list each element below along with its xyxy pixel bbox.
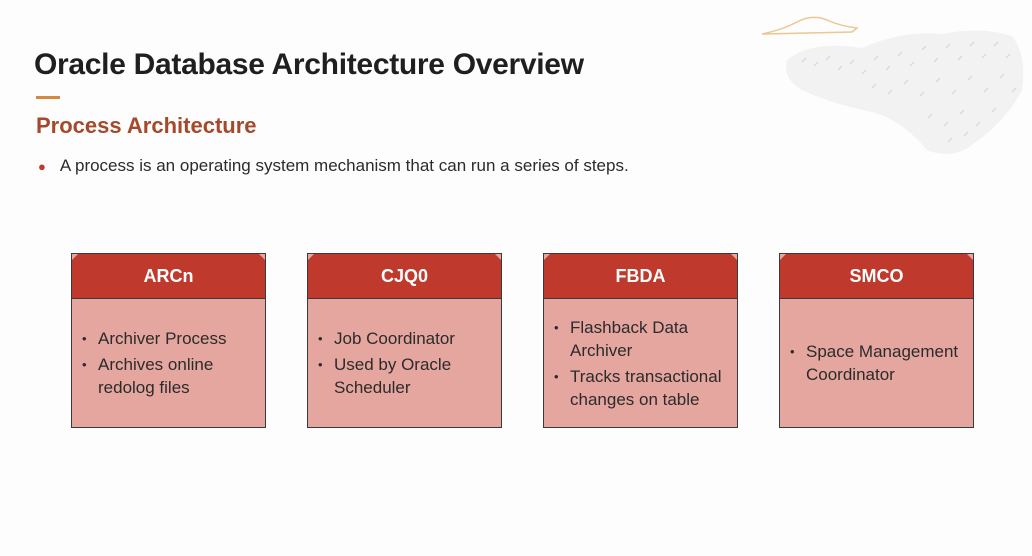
card-title: SMCO [780, 254, 973, 299]
card-body: • Archiver Process • Archives online redol… [72, 299, 265, 428]
process-card-fbda: FBDA • Flashback Data Archiver • Tracks tr… [543, 253, 738, 428]
list-item: • Archiver Process [78, 327, 257, 350]
list-item-text: Used by Oracle Scheduler [334, 355, 452, 397]
card-body: • Job Coordinator • Used by Oracle Schedul… [308, 299, 501, 428]
bullet-dot-icon: • [554, 368, 559, 384]
list-item: • Tracks transactional changes on table [550, 365, 729, 411]
list-item: • Used by Oracle Scheduler [314, 353, 493, 399]
card-body: • Space Management Coordinator [780, 299, 973, 428]
list-item-text: Job Coordinator [334, 329, 455, 348]
card-title: FBDA [544, 254, 737, 299]
list-item: • Flashback Data Archiver [550, 316, 729, 362]
list-item-text: Space Management Coordinator [806, 342, 959, 384]
card-title: ARCn [72, 254, 265, 299]
intro-bullet-text: A process is an operating system mechani… [59, 156, 629, 175]
process-card-cjq0: CJQ0 • Job Coordinator • Used by Oracle Sc… [307, 253, 502, 428]
process-card-arcn: ARCn • Archiver Process • Archives online … [71, 253, 266, 428]
bullet-dot-icon: • [318, 357, 323, 372]
card-list: • Archiver Process • Archives online redol… [78, 325, 257, 402]
card-body: • Flashback Data Archiver • Tracks transac… [544, 299, 737, 428]
list-item-text: Tracks transactional changes on table [570, 366, 722, 409]
bullet-dot-icon: • [82, 357, 87, 372]
bullet-dot-icon: • [790, 344, 795, 359]
list-item-text: Archiver Process [98, 329, 227, 348]
list-item: • Space Management Coordinator [786, 340, 965, 386]
card-list: • Space Management Coordinator [786, 338, 965, 389]
card-list: • Flashback Data Archiver • Tracks transac… [550, 314, 729, 414]
process-card-smco: SMCO • Space Management Coordinator [779, 253, 974, 428]
decorative-pattern-graphic [761, 16, 1024, 155]
slide-title: Oracle Database Architecture Overview [34, 48, 584, 81]
intro-bullet: ● A process is an operating system mecha… [38, 156, 629, 176]
list-item: • Job Coordinator [314, 327, 493, 350]
title-accent-rule [36, 96, 60, 99]
card-list: • Job Coordinator • Used by Oracle Schedul… [314, 325, 493, 402]
bullet-dot-icon: • [554, 319, 559, 335]
bullet-dot-icon: • [82, 331, 87, 346]
list-item-text: Flashback Data Archiver [570, 317, 689, 360]
card-title: CJQ0 [308, 254, 501, 299]
list-item: • Archives online redolog files [78, 353, 257, 399]
list-item-text: Archives online redolog files [98, 355, 214, 397]
bullet-dot-icon: • [318, 331, 323, 346]
slide-subtitle: Process Architecture [36, 113, 257, 138]
bullet-dot-icon: ● [38, 158, 46, 174]
